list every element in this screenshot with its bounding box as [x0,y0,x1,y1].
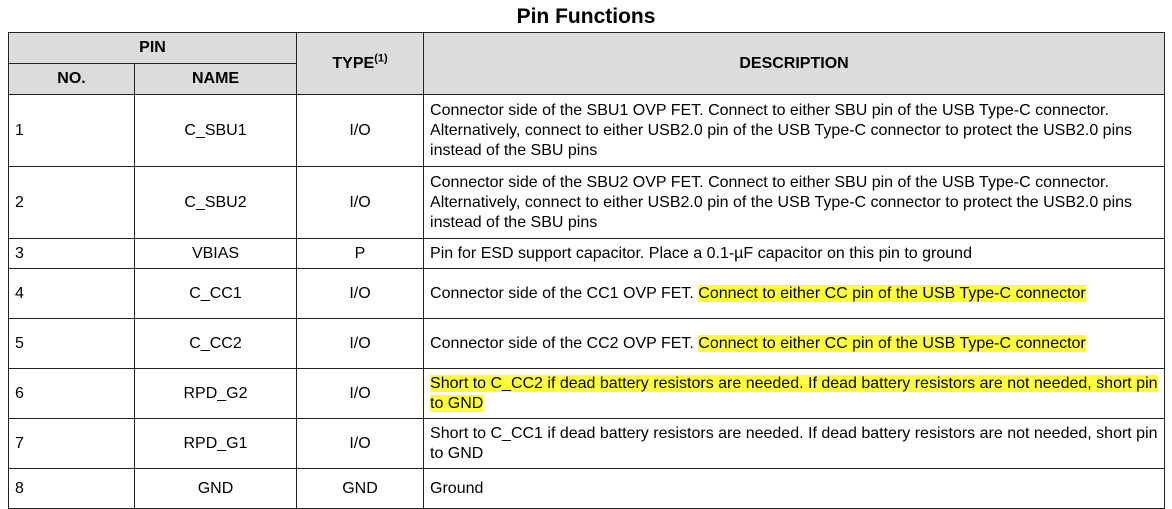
highlighted-text: Short to C_CC2 if dead battery resistors… [430,374,1158,412]
description-text: Connector side of the SBU2 OVP FET. Conn… [430,173,1133,231]
highlighted-text: Connect to either CC pin of the USB Type… [698,284,1086,302]
pin-name-cell: RPD_G1 [133,418,298,469]
description-text: Connector side of the SBU1 OVP FET. Conn… [430,101,1133,159]
type-header: TYPE(1) [296,32,425,95]
pin-number-cell: 6 [8,368,135,419]
no-header: NO. [8,63,135,95]
pin-description-cell: Connector side of the SBU2 OVP FET. Conn… [423,166,1166,239]
pin-description-cell: Connector side of the SBU1 OVP FET. Conn… [423,94,1166,167]
pin-number-cell: 8 [8,468,135,509]
pin-type-cell: I/O [296,94,425,167]
pin-name-cell: C_CC2 [133,318,298,369]
description-text: Short to C_CC1 if dead battery resistors… [430,424,1158,462]
pin-number-cell: 2 [8,166,135,239]
pin-number-cell: 3 [8,238,135,269]
pin-name-cell: VBIAS [133,238,298,269]
description-text: Pin for ESD support capacitor. Place a 0… [430,244,972,262]
type-header-label: TYPE [332,54,375,72]
pin-name-cell: GND [133,468,298,509]
pin-type-cell: I/O [296,368,425,419]
pin-name-cell: C_CC1 [133,268,298,319]
description-header: DESCRIPTION [423,32,1166,95]
pin-number-cell: 1 [8,94,135,167]
highlighted-text: Connect to either CC pin of the USB Type… [698,334,1086,352]
pin-description-cell: Connector side of the CC2 OVP FET. Conne… [423,318,1166,369]
pin-number-cell: 7 [8,418,135,469]
pin-type-cell: P [296,238,425,269]
description-text: Connector side of the CC1 OVP FET. [430,284,699,302]
pin-name-cell: C_SBU1 [133,94,298,167]
page-title: Pin Functions [516,5,656,28]
pin-description-cell: Connector side of the CC1 OVP FET. Conne… [423,268,1166,319]
name-header: NAME [133,63,298,95]
pin-type-cell: GND [296,468,425,509]
pin-number-cell: 5 [8,318,135,369]
description-text: Ground [430,479,484,497]
pin-type-cell: I/O [296,318,425,369]
pin-description-cell: Short to C_CC1 if dead battery resistors… [423,418,1166,469]
description-text: Connector side of the CC2 OVP FET. [430,334,699,352]
pin-name-cell: RPD_G2 [133,368,298,419]
pin-type-cell: I/O [296,418,425,469]
pin-description-cell: Short to C_CC2 if dead battery resistors… [423,368,1166,419]
pin-name-cell: C_SBU2 [133,166,298,239]
type-footnote-ref: (1) [374,52,388,65]
pin-description-cell: Ground [423,468,1166,509]
pin-number-cell: 4 [8,268,135,319]
pin-type-cell: I/O [296,166,425,239]
pin-type-cell: I/O [296,268,425,319]
pin-description-cell: Pin for ESD support capacitor. Place a 0… [423,238,1166,269]
pin-group-header: PIN [7,32,298,64]
